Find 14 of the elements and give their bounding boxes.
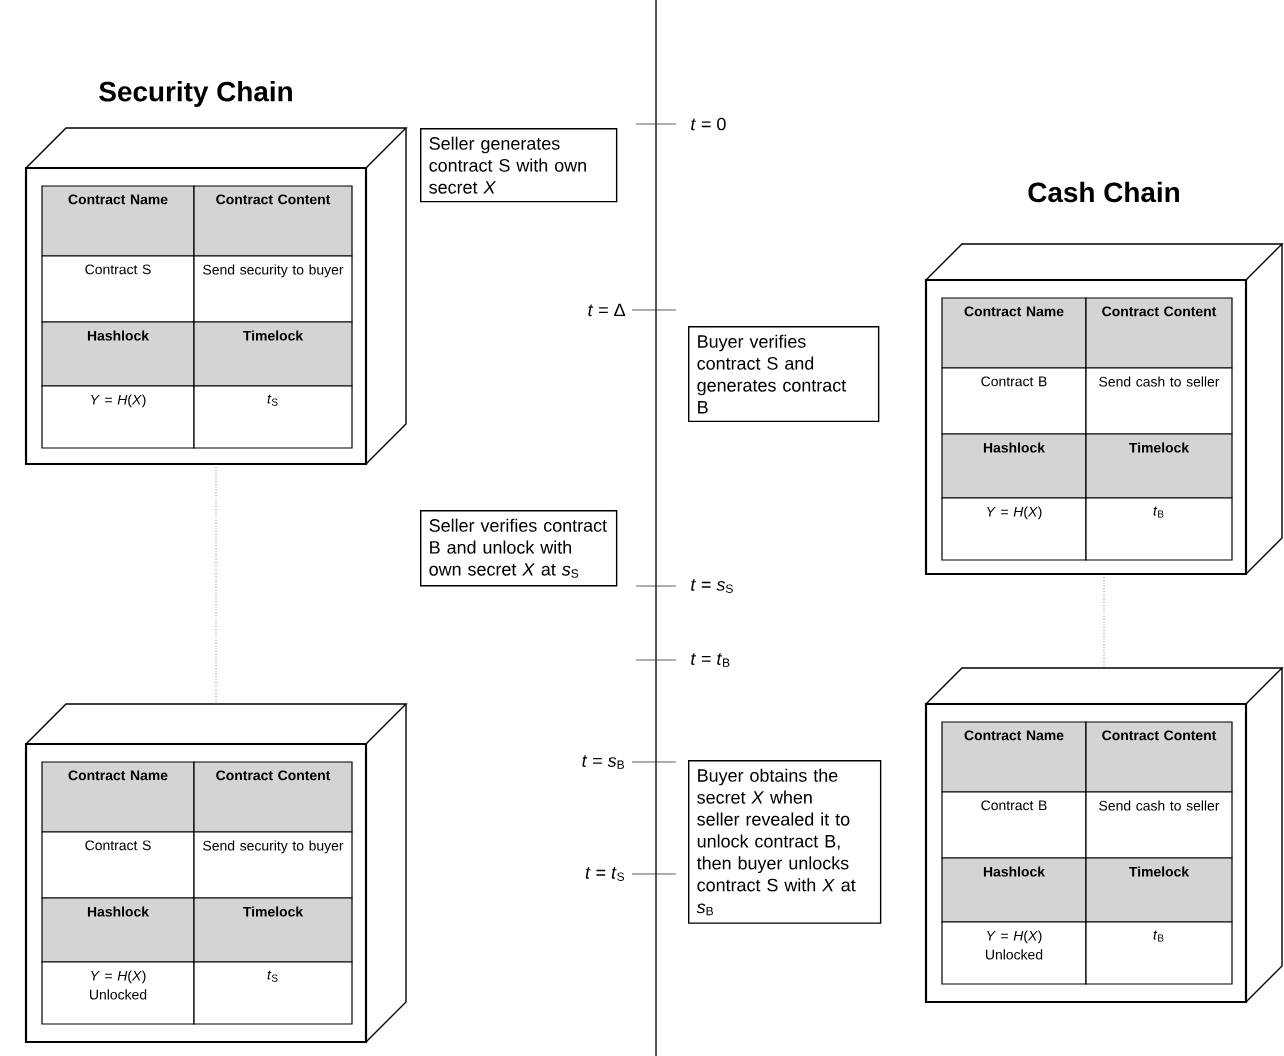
chain-title: Security Chain [99,81,292,107]
event-box: Seller generates contract S with own secret X [420,128,618,203]
time-label: t = Δ [588,303,626,317]
event-box: Seller verifies contract B and unlock with own secret X at s$_{S}$ [420,510,618,587]
time-label: t = s$_{B}$ [582,755,624,769]
chain-title: Cash Chain [1028,181,1179,203]
event-box: Buyer verifies contract S and generates contract B [688,326,880,423]
time-label: t = t$_{B}$ [691,653,730,667]
event-box: Buyer obtains the secret X when seller revealed it to unlock contract B, then buyer unlocks contract S with X at s$_{B}$ [688,760,882,924]
time-label: t = 0 [691,117,726,131]
connector-line [215,464,217,704]
connector-line [1103,574,1105,668]
time-label: t = t$_{S}$ [585,867,625,881]
time-label: t = s$_{S}$ [691,579,733,593]
